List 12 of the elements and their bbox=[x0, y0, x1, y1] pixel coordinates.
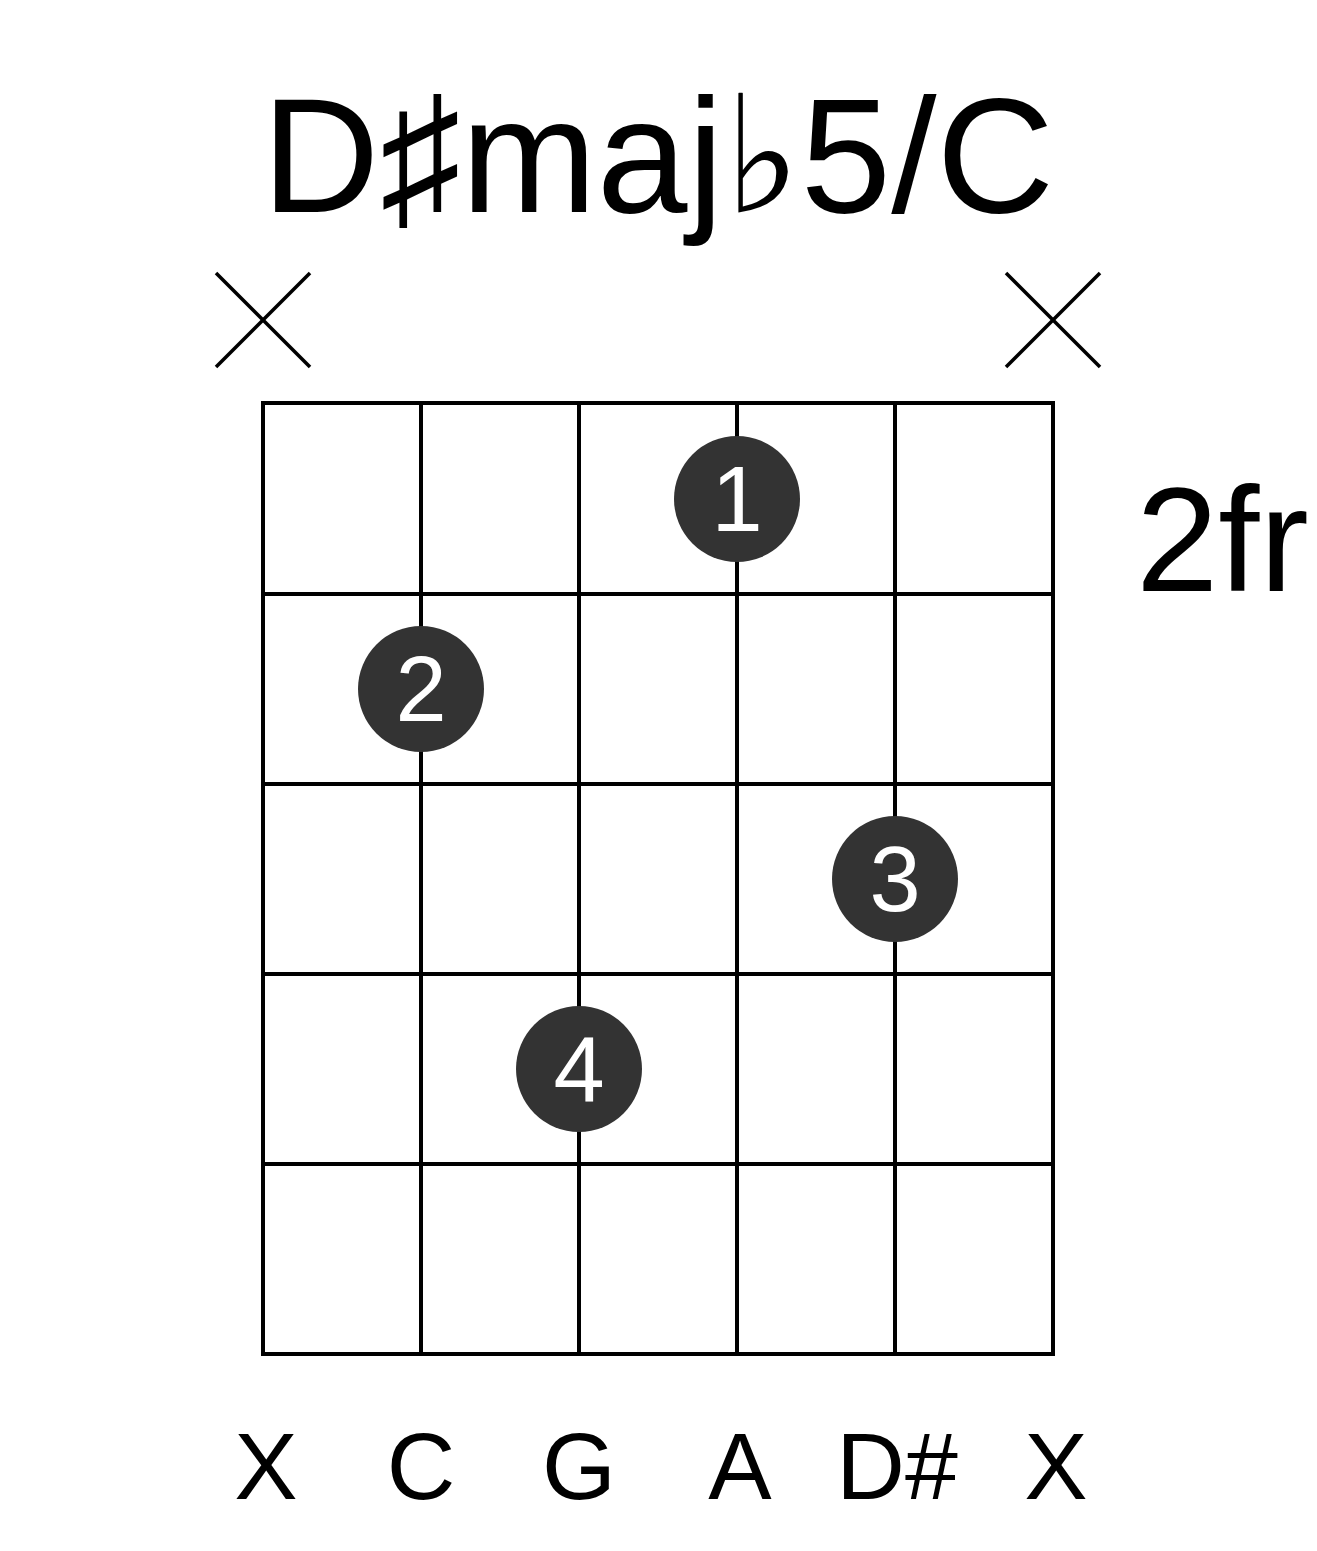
chord-title: D♯maj♭5/C bbox=[261, 63, 1055, 249]
finger-dot: 2 bbox=[358, 626, 484, 752]
finger-dot: 3 bbox=[832, 816, 958, 942]
finger-dot: 1 bbox=[674, 435, 800, 562]
string-note-label: G bbox=[542, 1419, 616, 1514]
string-note-label: A bbox=[708, 1419, 772, 1514]
finger-dot: 4 bbox=[516, 1006, 642, 1132]
fret-position-label: 2fr bbox=[1136, 466, 1309, 614]
string-note-label: D# bbox=[836, 1419, 958, 1514]
string-note-label: X bbox=[234, 1419, 298, 1514]
string-note-label: X bbox=[1024, 1419, 1088, 1514]
string-note-label: C bbox=[386, 1419, 456, 1514]
